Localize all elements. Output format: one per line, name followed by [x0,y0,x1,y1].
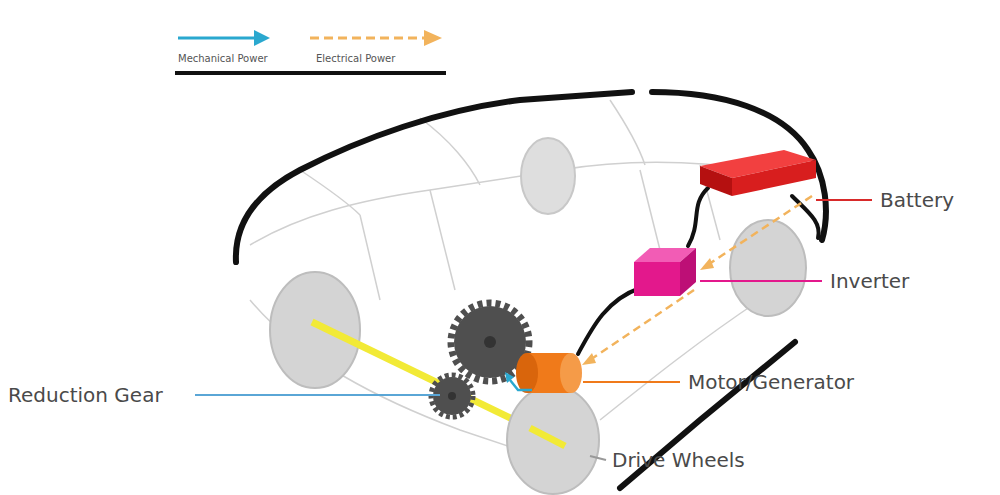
frame-line [300,170,360,215]
wire [688,188,708,246]
arrow-head [582,353,596,365]
part-label: Inverter [830,268,960,294]
rear-wheel [730,220,806,316]
mechanical-arrow [510,380,532,390]
part-label: Reduction Gear [8,382,193,408]
drive-axle [530,428,565,446]
car-frame [250,100,760,450]
part-label: Motor/Generator [688,369,908,395]
gear-hub [448,392,456,400]
frame-line [610,100,645,165]
arrow-head [505,372,514,383]
inverter [634,248,696,296]
leader-line [590,456,606,460]
inverter-side [680,248,696,296]
arrow-head [254,30,270,46]
frame-line [250,163,760,246]
rear-wheel [521,138,575,214]
drive-wheel [507,386,599,494]
electrical-arrow [706,196,812,266]
leader-lines [195,200,872,460]
legend-samples [175,30,446,73]
car-outline [236,92,826,488]
gear-hub [484,336,496,348]
frame-line [420,118,480,185]
electrical-arrow [310,37,424,40]
body-line [236,92,632,262]
part-label: Battery [880,187,995,213]
leader-line [195,394,440,396]
leader-line [583,381,680,383]
body-line [652,92,826,240]
motor-generator [516,353,582,393]
battery-side [700,166,732,196]
wires [578,188,819,354]
wire [578,288,640,354]
front-wheel [270,272,360,388]
inverter-front [634,262,680,296]
legend-text: Mechanical Power [178,52,298,66]
battery-front [732,160,816,196]
legend-underline [175,71,446,75]
leader-line [700,280,822,282]
arrow-head [424,30,442,46]
wire [792,196,819,238]
arrow-head [700,258,714,270]
motor-end [560,353,582,393]
battery [700,150,816,196]
legend-text: Electrical Power [316,52,446,66]
motor-end [516,353,538,393]
mechanical-arrow [178,37,256,40]
leader-line [816,199,872,201]
frame-line [360,190,455,300]
frame-line [600,300,760,420]
electrical-arrow [590,290,694,360]
part-label: Drive Wheels [612,447,802,473]
